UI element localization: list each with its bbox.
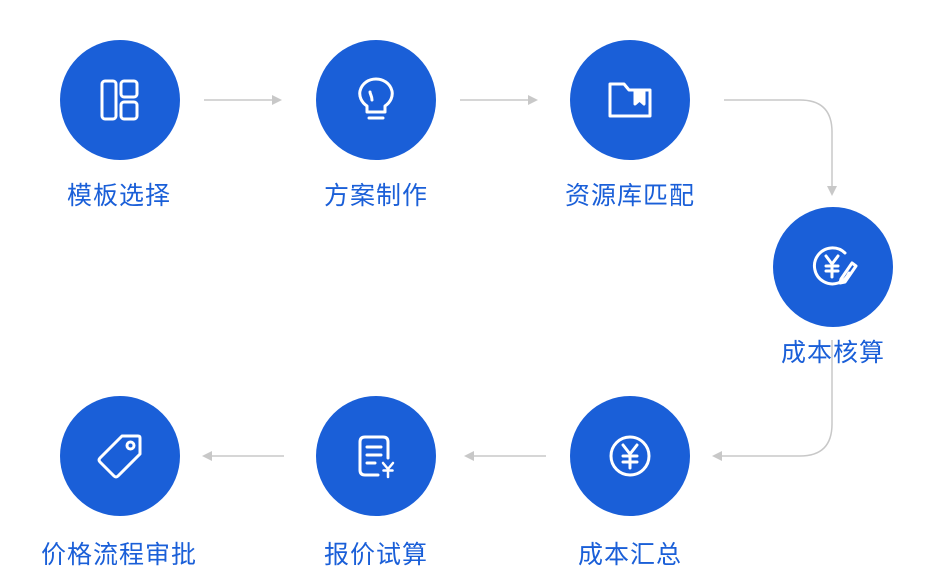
step-cost-accounting-node [773,207,893,327]
step-price-approval-node [60,396,180,516]
arrowhead-step3-to-step4 [827,186,837,196]
step-price-approval-label: 价格流程审批 [40,540,197,569]
step-quote-trial-node [316,396,436,516]
price-tag-icon [97,434,142,479]
yen-document-icon [358,435,395,479]
step-plan-making-node [316,40,436,160]
arrow-step4-to-step5 [722,340,833,457]
step-resource-match-node [570,40,690,160]
step-resource-match-label: 资源库匹配 [564,181,695,210]
step-cost-summary-node [570,396,690,516]
step-quote-trial-label: 报价试算 [323,540,428,569]
arrowhead-step6-to-step7 [202,451,212,461]
step-template-select-node [60,40,180,160]
arrowhead-step4-to-step5 [712,451,722,461]
step-cost-summary-label: 成本汇总 [577,540,682,569]
lightbulb-icon [358,77,394,120]
arrowhead-step5-to-step6 [464,451,474,461]
yen-edit-icon [812,246,858,286]
folder-bookmark-icon [608,82,652,118]
arrowhead-step2-to-step3 [528,95,538,105]
arrow-step3-to-step4 [724,99,833,186]
layout-grid-icon [100,79,139,121]
step-template-select-label: 模板选择 [66,181,171,210]
arrowhead-step1-to-step2 [272,95,282,105]
step-cost-accounting-label: 成本核算 [780,338,885,367]
yen-circle-icon [609,435,651,477]
step-plan-making-label: 方案制作 [323,181,428,210]
